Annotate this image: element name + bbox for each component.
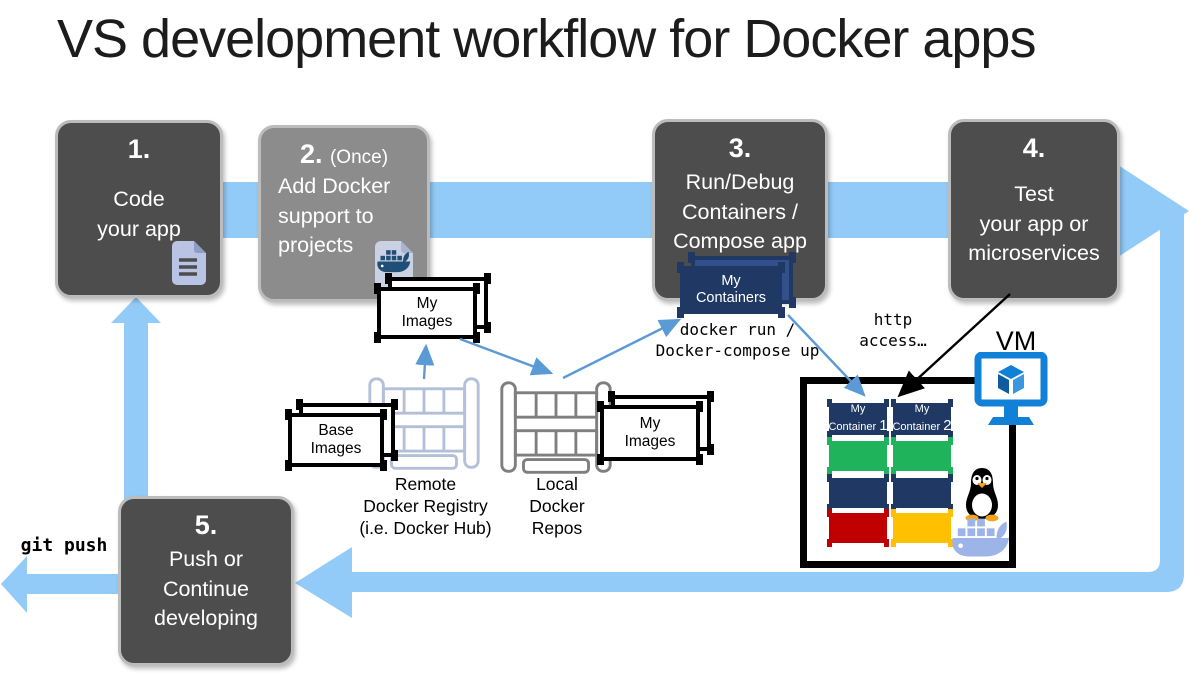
local-repos-rack-icon [500,381,612,475]
step-number: 4. [1022,133,1046,163]
docker-run-command: docker run /Docker-compose up [655,320,820,360]
step-text: Continue [162,576,250,601]
step-number: 2. (Once) [299,139,389,169]
container-layer-green [891,437,953,475]
linux-tux-icon [965,468,999,522]
step-number: 5. [194,510,218,540]
step-text: microservices [968,241,1100,266]
git-push-label: git push [20,535,108,556]
container-layer-red [827,509,889,547]
flow-arrowhead-into-step5 [295,547,352,618]
container-layer-yellow [891,509,953,547]
step-text: Add Docker [278,174,391,198]
step-text: Test [1014,182,1054,206]
step-1-box: 1. Code your app [55,120,223,298]
step-text: Push or [168,547,244,571]
step-2-box: 2. (Once) Add Docker support to projects [258,125,430,302]
vm-monitor-icon [974,352,1048,425]
step-text: your app [97,216,181,241]
step-text: Run/Debug [685,170,795,194]
step-note: (Once) [329,147,389,168]
step-text: developing [153,606,258,631]
docker-whale-icon [952,518,1010,557]
step-text: Code [113,187,165,211]
step-text: Compose app [673,229,807,254]
container-1-block: My Container 1 [827,399,889,439]
step-4-box: 4. Test your app or microservices [948,119,1120,301]
document-icon [172,241,206,285]
step-5-box: 5. Push or Continue developing [118,496,294,666]
container-2-block: My Container 2 [891,399,953,439]
step-number: 3. [728,133,752,163]
container-layer-navy [891,474,953,512]
flow-arrowhead-up-into-step1 [111,297,161,323]
flow-arrowhead-right [1118,165,1189,257]
container-layer-green [827,437,889,475]
page-title: VS development workflow for Docker apps [57,9,1036,69]
step-text: projects [278,233,354,258]
step-text: Containers / [682,199,798,224]
step-text: your app or [979,211,1089,236]
container-layer-navy [827,474,889,512]
flow-arrowhead-left-exit [1,556,27,613]
step-text: support to [278,203,374,228]
step-number: 1. [127,134,151,164]
